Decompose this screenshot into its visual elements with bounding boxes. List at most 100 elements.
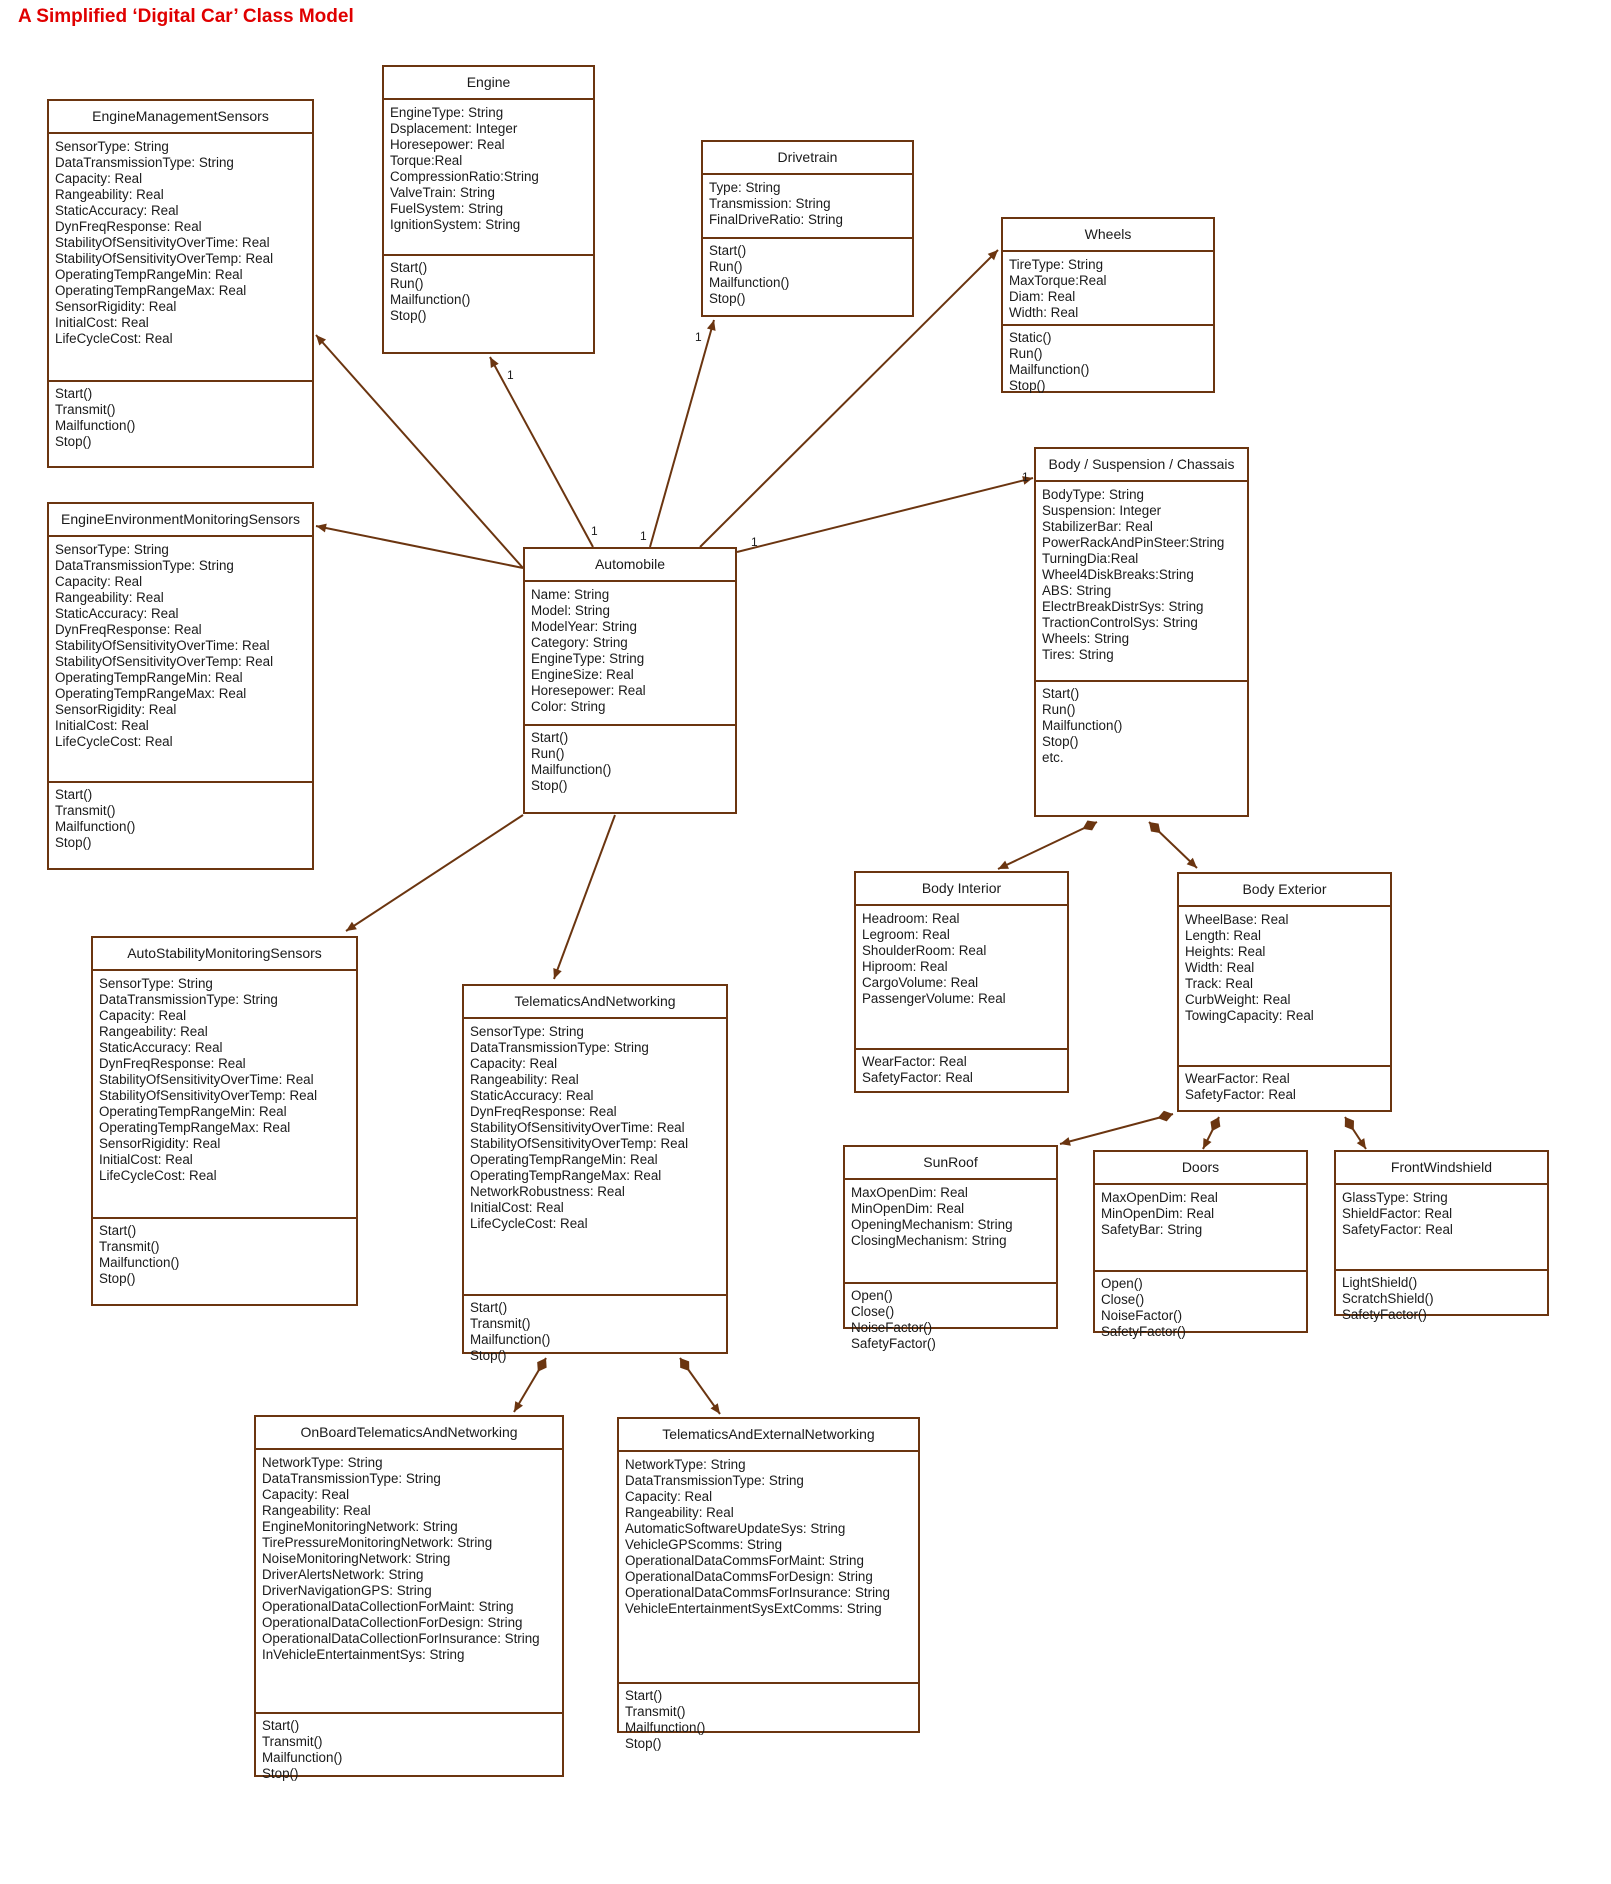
operation: Mailfunction() — [99, 1255, 180, 1270]
class-name: Engine — [384, 67, 593, 100]
attribute: Headroom: Real — [862, 911, 960, 926]
operation-compartment: Start()Run()Mailfunction()Stop() — [384, 256, 593, 328]
attribute: NetworkRobustness: Real — [470, 1184, 625, 1199]
operation: Stop() — [470, 1348, 507, 1363]
operation: Start() — [262, 1718, 300, 1733]
attribute: Capacity: Real — [55, 574, 143, 589]
association-automobile-to-auto-stability-monitoring-sensors — [345, 814, 524, 932]
class-name: Body Interior — [856, 873, 1067, 906]
operation: Open() — [1101, 1276, 1143, 1291]
operation-compartment: Open()Close()NoiseFactor()SafetyFactor() — [1095, 1272, 1306, 1344]
operation-compartment: Open()Close()NoiseFactor()SafetyFactor() — [845, 1284, 1056, 1356]
attribute: SensorRigidity: Real — [99, 1136, 221, 1151]
operation: Run() — [531, 746, 565, 761]
attribute: MaxOpenDim: Real — [1101, 1190, 1218, 1205]
operation-compartment: Start()Transmit()Mailfunction()Stop() — [93, 1219, 356, 1291]
attribute: DataTransmissionType: String — [55, 558, 234, 573]
operation: etc. — [1042, 750, 1064, 765]
composition-diamond — [1082, 820, 1097, 831]
class-name: EngineEnvironmentMonitoringSensors — [49, 504, 312, 537]
composition-diamond — [1344, 1117, 1354, 1131]
attribute: LifeCycleCost: Real — [470, 1216, 588, 1231]
attribute: EngineMonitoringNetwork: String — [262, 1519, 458, 1534]
attribute: LifeCycleCost: Real — [55, 734, 173, 749]
attribute: StabilityOfSensitivityOverTime: Real — [55, 638, 270, 653]
attribute: DataTransmissionType: String — [99, 992, 278, 1007]
operation-compartment: Start()Transmit()Mailfunction()Stop() — [256, 1714, 562, 1786]
operation: Open() — [851, 1288, 893, 1303]
attribute: InVehicleEntertainmentSys: String — [262, 1647, 465, 1662]
class-name: EngineManagementSensors — [49, 101, 312, 134]
class-name: Wheels — [1003, 219, 1213, 252]
operation: Start() — [531, 730, 569, 745]
attribute: Hiproom: Real — [862, 959, 948, 974]
operation: SafetyFactor: Real — [1185, 1087, 1296, 1102]
arrowhead — [490, 357, 499, 368]
composition-telematics-and-networking-to-telematics-and-external-networking — [679, 1357, 721, 1415]
attribute: DynFreqResponse: Real — [55, 219, 202, 234]
attribute: NetworkType: String — [262, 1455, 383, 1470]
attribute: StabilityOfSensitivityOverTime: Real — [99, 1072, 314, 1087]
multiplicity-label: 1 — [1022, 470, 1029, 484]
arrowhead — [316, 523, 327, 533]
attribute: ShoulderRoom: Real — [862, 943, 987, 958]
attribute: StaticAccuracy: Real — [99, 1040, 223, 1055]
attribute: Horesepower: Real — [390, 137, 505, 152]
operation: Stop() — [99, 1271, 136, 1286]
operation: Run() — [1042, 702, 1076, 717]
operation-compartment: Start()Transmit()Mailfunction()Stop() — [49, 382, 312, 454]
composition-diamond — [1157, 1110, 1173, 1122]
operation: Run() — [1009, 346, 1043, 361]
attribute: ShieldFactor: Real — [1342, 1206, 1453, 1221]
attribute: BodyType: String — [1042, 487, 1144, 502]
connector-line — [553, 814, 616, 980]
attribute: CurbWeight: Real — [1185, 992, 1291, 1007]
attribute: StabilityOfSensitivityOverTemp: Real — [99, 1088, 318, 1103]
attribute: OperationalDataCommsForDesign: String — [625, 1569, 873, 1584]
class-name: OnBoardTelematicsAndNetworking — [256, 1417, 562, 1450]
attribute: OperatingTempRangeMax: Real — [55, 283, 247, 298]
operation: Close() — [851, 1304, 895, 1319]
operation: ScratchShield() — [1342, 1291, 1434, 1306]
class-name: AutoStabilityMonitoringSensors — [93, 938, 356, 971]
attribute: OperationalDataCollectionForMaint: Strin… — [262, 1599, 514, 1614]
attribute: Rangeability: Real — [470, 1072, 579, 1087]
attribute: InitialCost: Real — [99, 1152, 193, 1167]
attribute: StaticAccuracy: Real — [55, 203, 179, 218]
class-name: Body Exterior — [1179, 874, 1390, 907]
attribute: PowerRackAndPinSteer:String — [1042, 535, 1225, 550]
attribute: OperationalDataCollectionForInsurance: S… — [262, 1631, 540, 1646]
attribute: EngineType: String — [390, 105, 504, 120]
operation: Mailfunction() — [262, 1750, 343, 1765]
arrowhead — [514, 1401, 523, 1412]
arrowhead — [316, 335, 327, 346]
operation: Start() — [625, 1688, 663, 1703]
operation: Stop() — [709, 291, 746, 306]
attribute: StabilityOfSensitivityOverTemp: Real — [470, 1136, 689, 1151]
multiplicity-label: 1 — [695, 330, 702, 344]
attribute: Model: String — [531, 603, 610, 618]
association-automobile-to-telematics-and-networking — [553, 814, 616, 980]
connector-line — [997, 821, 1098, 870]
attribute: OperatingTempRangeMin: Real — [99, 1104, 287, 1119]
operation: Mailfunction() — [55, 819, 136, 834]
attribute: FuelSystem: String — [390, 201, 504, 216]
connector-line — [649, 319, 715, 548]
attribute: DataTransmissionType: String — [55, 155, 234, 170]
operation-compartment: Start()Transmit()Mailfunction()Stop() — [619, 1684, 918, 1756]
operation: Transmit() — [55, 803, 116, 818]
operation: SafetyFactor() — [1342, 1307, 1427, 1322]
connector-line — [345, 814, 524, 932]
multiplicity-label: 1 — [507, 368, 514, 382]
attribute: NoiseMonitoringNetwork: String — [262, 1551, 451, 1566]
association-automobile-to-engine — [489, 356, 594, 548]
attribute: OperatingTempRangeMin: Real — [55, 670, 243, 685]
